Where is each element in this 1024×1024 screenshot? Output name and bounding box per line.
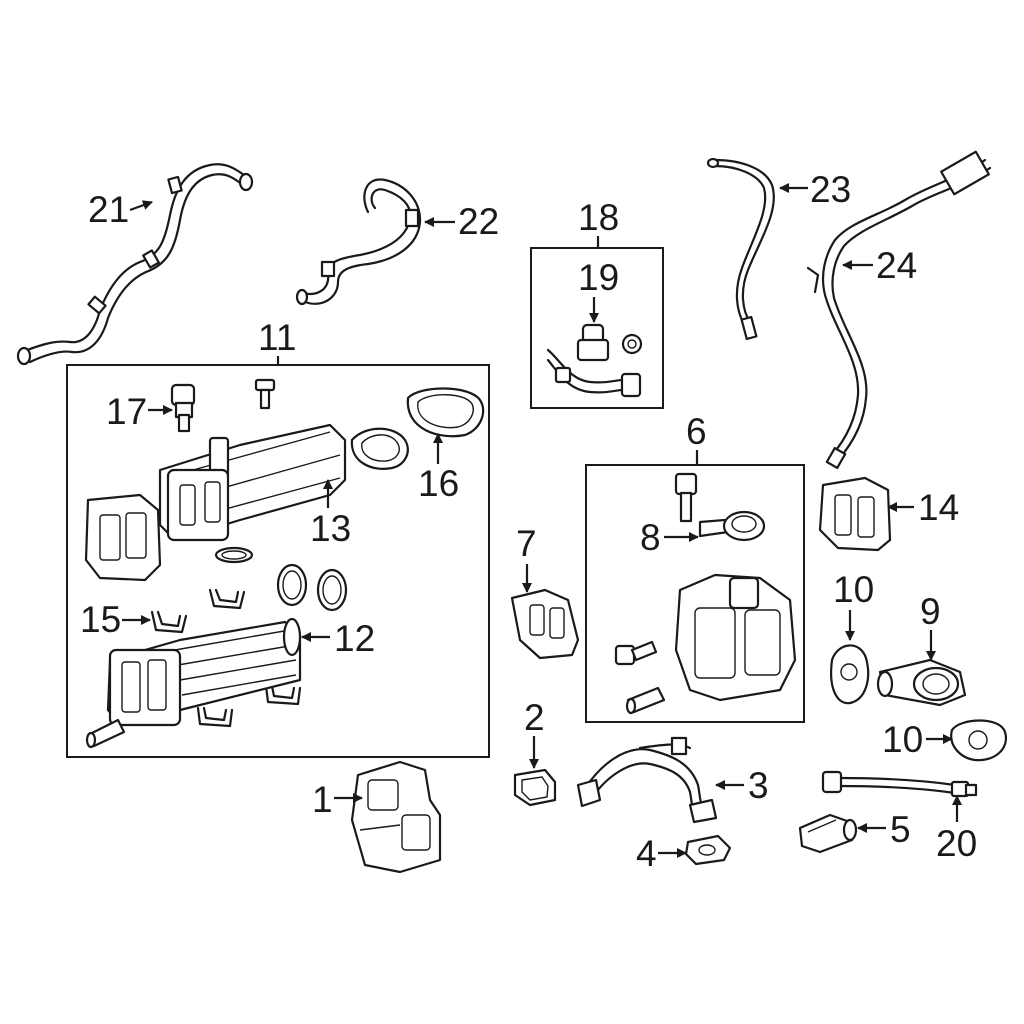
o-rings[interactable] (214, 546, 348, 612)
callout-label: 14 (918, 487, 959, 528)
callout-3: 3 (715, 765, 769, 806)
callout-14: 14 (887, 487, 959, 528)
callout-label: 11 (258, 317, 296, 358)
part-6-valve-body[interactable] (674, 573, 797, 702)
callout-label: 24 (876, 245, 917, 286)
callout-label: 22 (458, 201, 499, 242)
callout-19: 19 (578, 257, 619, 323)
callout-label: 16 (418, 463, 459, 504)
callout-label: 10 (833, 569, 874, 610)
callout-2: 2 (524, 697, 545, 769)
part-17-sensor[interactable] (170, 383, 196, 433)
callout-1: 1 (312, 779, 363, 820)
group-box-6 (585, 464, 805, 723)
callout-13: 13 (310, 479, 351, 549)
callout-label: 3 (748, 765, 769, 806)
tube-plug[interactable] (85, 718, 126, 749)
callout-9: 9 (920, 591, 941, 661)
callout-15: 15 (80, 599, 151, 640)
callout-21: 21 (88, 189, 153, 230)
part-7-plate[interactable] (510, 588, 580, 660)
callout-17: 17 (106, 391, 173, 432)
callout-label: 23 (810, 169, 851, 210)
bolt-6-lower[interactable] (614, 640, 658, 666)
part-15-clamps[interactable] (150, 588, 302, 728)
bolt-top[interactable] (254, 378, 276, 410)
part-16-gasket[interactable] (406, 387, 485, 438)
callout-7: 7 (516, 523, 537, 593)
dowel-6[interactable] (625, 686, 666, 715)
part-8-actuator[interactable] (698, 510, 766, 542)
callout-label: 2 (524, 697, 545, 738)
callout-23: 23 (779, 169, 851, 210)
callout-18: 18 (578, 197, 619, 248)
part-1-egr-valve[interactable] (350, 760, 442, 874)
part-14-plate[interactable] (818, 476, 892, 552)
callout-label: 9 (920, 591, 941, 632)
part-10-gasket-upper[interactable] (830, 644, 870, 705)
gasket-oval[interactable] (350, 427, 409, 470)
part-9-adapter[interactable] (876, 658, 967, 707)
callout-label: 15 (80, 599, 121, 640)
callout-label: 1 (312, 779, 333, 820)
part-4-gasket[interactable] (684, 834, 732, 866)
callout-label: 18 (578, 197, 619, 238)
callout-10-lower: 10 (882, 719, 953, 760)
callout-label: 10 (882, 719, 923, 760)
callout-label: 8 (640, 517, 661, 558)
callout-22: 22 (424, 201, 499, 242)
callout-12: 12 (301, 618, 375, 659)
callout-label: 13 (310, 508, 351, 549)
part-12-egr-cooler[interactable] (106, 617, 302, 727)
part-24-harness[interactable] (806, 150, 992, 470)
callout-10-upper: 10 (833, 569, 874, 641)
bolt-6[interactable] (674, 472, 698, 523)
part-22-hose[interactable] (295, 178, 422, 306)
callout-16: 16 (418, 433, 459, 504)
callout-label: 6 (686, 411, 707, 452)
callout-label: 20 (936, 823, 977, 864)
part-3-tube[interactable] (576, 736, 718, 824)
part-19-sensor[interactable] (546, 323, 643, 398)
callout-4: 4 (636, 833, 687, 874)
callout-label: 4 (636, 833, 657, 874)
callout-20: 20 (936, 795, 977, 864)
callout-label: 12 (334, 618, 375, 659)
callout-label: 19 (578, 257, 619, 298)
part-2-gasket[interactable] (513, 768, 557, 807)
part-10-gasket-lower[interactable] (950, 719, 1008, 762)
part-20-sensor[interactable] (821, 770, 978, 798)
callout-5: 5 (857, 809, 911, 850)
part-23-sensor-wire[interactable] (706, 157, 775, 341)
part-5-sensor[interactable] (798, 813, 858, 854)
part-13-egr-cooler[interactable] (158, 423, 347, 542)
part-21-hose[interactable] (16, 163, 254, 366)
callout-24: 24 (842, 245, 917, 286)
callout-label: 21 (88, 189, 129, 230)
callout-label: 7 (516, 523, 537, 564)
callout-8: 8 (640, 517, 699, 558)
gasket-left-plate[interactable] (84, 493, 162, 582)
callout-6: 6 (686, 411, 707, 465)
callout-11: 11 (258, 317, 296, 365)
callout-label: 17 (106, 391, 147, 432)
callout-label: 5 (890, 809, 911, 850)
